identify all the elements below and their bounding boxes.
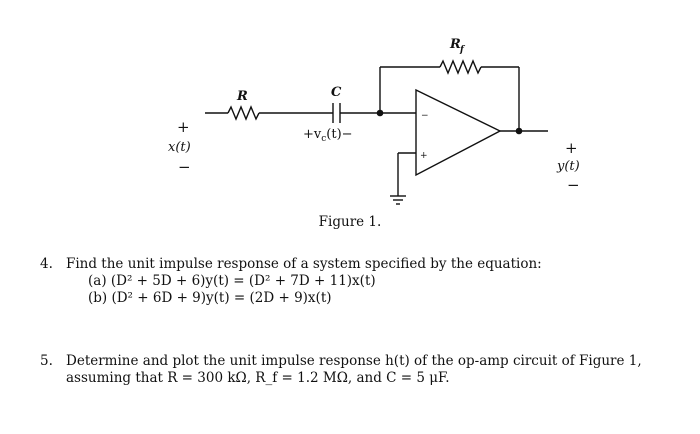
input-variable: x(t): [168, 140, 191, 155]
problem-4-part-a: (a) (D² + 5D + 6)y(t) = (D² + 7D + 11)x(…: [88, 273, 376, 289]
label-r: R: [236, 89, 248, 104]
input-minus-sign: −: [178, 158, 191, 176]
output-plus-sign: +: [565, 139, 578, 157]
cap-voltage-head: +v: [303, 127, 322, 142]
output-variable: y(t): [556, 159, 580, 174]
problem-5: 5. Determine and plot the unit impulse re…: [40, 353, 642, 387]
cap-voltage-sub: c: [321, 134, 326, 144]
circuit-diagram: R C R f + x(t) − +vc(t)− − + + y(t) −: [168, 37, 580, 205]
cap-voltage-tail: (t)−: [326, 127, 352, 142]
problem-5-text-line-1: Determine and plot the unit impulse resp…: [66, 353, 642, 369]
label-rf-subscript: f: [459, 45, 466, 55]
problem-4-text: Find the unit impulse response of a syst…: [66, 256, 542, 272]
problem-4: 4. Find the unit impulse response of a sy…: [40, 256, 542, 307]
cap-voltage-label: +vc(t)−: [303, 127, 353, 144]
problem-4-part-b: (b) (D² + 6D + 9)y(t) = (2D + 9)x(t): [88, 290, 332, 306]
junction-input-node: [376, 109, 384, 117]
output-minus-sign: −: [567, 176, 580, 194]
label-rf: R: [449, 37, 461, 52]
opamp-triangle: [415, 88, 502, 177]
opamp-minus-sign: −: [421, 111, 429, 121]
junction-output-node: [515, 127, 523, 135]
problem-5-line-2: assuming that R = 300 kΩ, R_f = 1.2 MΩ, …: [66, 370, 450, 386]
problem-5-line-1: 5. Determine and plot the unit impulse re…: [40, 353, 642, 370]
resistor-rf: [439, 59, 482, 75]
label-c: C: [331, 85, 342, 100]
resistor-r: [227, 105, 260, 121]
opamp-plus-sign: +: [420, 151, 428, 161]
problem-4-statement: 4. Find the unit impulse response of a sy…: [40, 256, 542, 273]
figure-caption: Figure 1.: [318, 214, 382, 230]
input-plus-sign: +: [177, 118, 190, 136]
problem-5-number: 5.: [40, 353, 53, 369]
problem-4-number: 4.: [40, 256, 53, 272]
